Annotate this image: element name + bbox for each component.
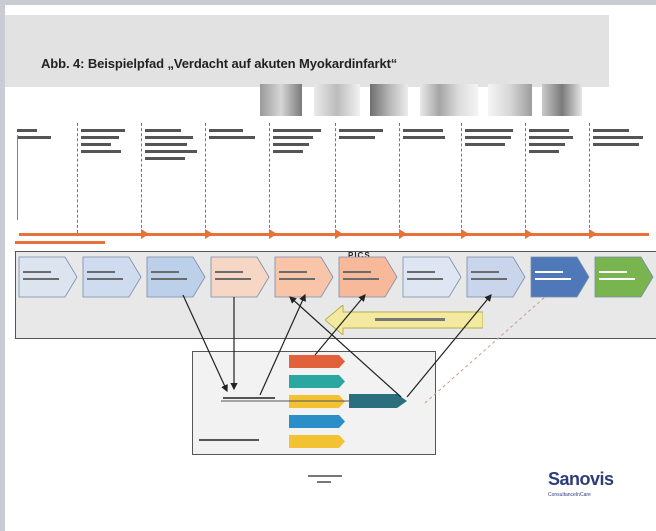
chevron-text-stroke — [535, 278, 571, 280]
header-photo — [420, 84, 478, 116]
timeline-arrowhead — [335, 229, 343, 239]
process-chevron — [146, 256, 206, 298]
chevron-text-stroke — [215, 271, 243, 273]
chevron-text-stroke — [471, 278, 507, 280]
step-text-strokes — [17, 129, 643, 160]
pics-label: PICS — [348, 251, 371, 260]
step-divider — [141, 123, 142, 233]
chevron-text-stroke — [407, 278, 443, 280]
chevron-text-stroke — [151, 271, 179, 273]
process-chevron — [18, 256, 78, 298]
chevron-text-stroke — [151, 278, 187, 280]
header-photo — [260, 84, 302, 116]
chevron-text-stroke — [215, 278, 251, 280]
chevron-text-stroke — [407, 271, 435, 273]
photo-strip — [230, 84, 610, 116]
step-divider — [269, 123, 270, 233]
process-chevron — [594, 256, 654, 298]
company-logo: Sanovis — [548, 469, 614, 489]
detail-bar — [289, 435, 345, 448]
detail-output-arrow — [349, 394, 407, 408]
chevron-text-stroke — [471, 271, 499, 273]
header-band — [5, 15, 609, 87]
step-divider — [589, 123, 590, 233]
detail-bar — [289, 375, 345, 388]
chevron-text-stroke — [343, 278, 379, 280]
process-chevron — [210, 256, 270, 298]
process-chevron — [338, 256, 398, 298]
timeline-label-strokes — [15, 241, 105, 244]
chevron-row — [18, 256, 654, 298]
feedback-arrow — [325, 305, 483, 335]
process-chevron — [82, 256, 142, 298]
chevron-text-stroke — [279, 278, 315, 280]
chevron-text-stroke — [535, 271, 563, 273]
step-divider — [461, 123, 462, 233]
detail-bars — [199, 355, 407, 448]
header-photo — [370, 84, 408, 116]
step-divider — [77, 123, 78, 233]
chevron-text-stroke — [23, 278, 59, 280]
chevron-text-stroke — [87, 278, 123, 280]
chevron-text-stroke — [87, 271, 115, 273]
chevron-text-stroke — [599, 271, 627, 273]
slide: Abb. 4: Beispielpfad „Verdacht auf akute… — [5, 5, 656, 531]
chevron-text-stroke — [279, 271, 307, 273]
time-axis — [17, 135, 18, 220]
detail-label-stroke — [199, 439, 259, 441]
chevron-text-stroke — [23, 271, 51, 273]
timeline-arrowhead — [141, 229, 149, 239]
timeline-arrowhead — [205, 229, 213, 239]
detail-bar — [289, 415, 345, 428]
header-photo — [488, 84, 532, 116]
step-divider — [205, 123, 206, 233]
header-photo — [542, 84, 582, 116]
slide-title: Abb. 4: Beispielpfad „Verdacht auf akute… — [41, 56, 398, 71]
process-chevron — [274, 256, 334, 298]
timeline-arrowhead — [461, 229, 469, 239]
connector-arrows — [182, 293, 546, 404]
company-logo-subtitle: ConsultanceInCare — [548, 492, 591, 498]
process-chevron — [530, 256, 590, 298]
timeline-arrowhead — [399, 229, 407, 239]
timeline-arrowhead — [269, 229, 277, 239]
header-photo — [314, 84, 360, 116]
timeline-arrowhead — [589, 229, 597, 239]
process-chevron — [466, 256, 526, 298]
process-timeline — [19, 233, 649, 236]
chevron-text-stroke — [599, 278, 635, 280]
timeline-arrowhead — [525, 229, 533, 239]
step-divider — [335, 123, 336, 233]
chevron-text-stroke — [343, 271, 371, 273]
step-divider — [399, 123, 400, 233]
footer-strokes — [308, 475, 342, 483]
detail-bar — [289, 355, 345, 368]
step-divider — [525, 123, 526, 233]
detail-label-stroke — [223, 397, 275, 399]
process-chevron — [402, 256, 462, 298]
